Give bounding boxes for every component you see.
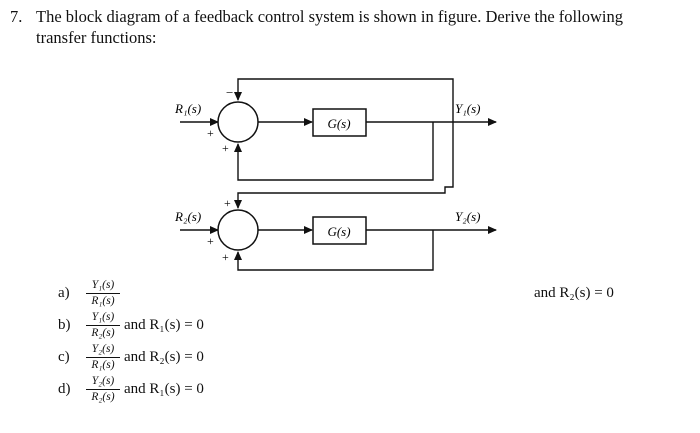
part-c-denominator: R₁(s) bbox=[91, 359, 115, 371]
input-label-bottom: R₂(s) bbox=[174, 209, 201, 224]
sign-top-bottom-b: + bbox=[222, 141, 229, 155]
summing-junction-bottom bbox=[217, 209, 259, 251]
part-b-condition: and R₁(s) = 0 bbox=[124, 317, 204, 333]
part-c-numerator: Y₂(s) bbox=[86, 343, 120, 358]
feedback-bottom bbox=[234, 230, 434, 271]
sign-bottom-bottom-b: + bbox=[222, 250, 229, 264]
part-a-fraction: Y₁(s) R₁(s) bbox=[86, 279, 120, 308]
part-c-label: c) bbox=[58, 349, 70, 365]
sign-bottom-top: + bbox=[224, 196, 231, 210]
part-d-condition: and R₁(s) = 0 bbox=[124, 381, 204, 397]
part-b-label: b) bbox=[58, 317, 71, 333]
summing-junction-top bbox=[217, 101, 259, 143]
feedback-top bbox=[234, 78, 454, 122]
part-b-numerator: Y₁(s) bbox=[86, 311, 120, 326]
part-d-fraction: Y₂(s) R₂(s) bbox=[86, 375, 120, 404]
part-c-condition: and R₂(s) = 0 bbox=[124, 349, 204, 365]
part-a-condition: and R₂(s) = 0 bbox=[534, 285, 614, 301]
block-bottom bbox=[312, 216, 367, 245]
sign-top-bottom-a: + bbox=[207, 126, 214, 140]
part-a-numerator: Y₁(s) bbox=[86, 279, 120, 294]
block-top-label: G(s) bbox=[327, 116, 350, 131]
sign-top-feedback: − bbox=[226, 85, 233, 100]
part-d-numerator: Y₂(s) bbox=[86, 375, 120, 390]
part-b-denominator: R₂(s) bbox=[91, 327, 115, 339]
question-number: 7. bbox=[10, 7, 23, 26]
part-c-fraction: Y₂(s) R₁(s) bbox=[86, 343, 120, 372]
part-a-denominator: R₁(s) bbox=[91, 295, 115, 307]
sign-bottom-bottom-a: + bbox=[207, 234, 214, 248]
cross-coupling-top bbox=[234, 122, 434, 181]
question-text: The block diagram of a feedback control … bbox=[36, 7, 623, 47]
part-a-label: a) bbox=[58, 285, 70, 301]
block-top bbox=[312, 108, 367, 137]
block-bottom-label: G(s) bbox=[327, 224, 350, 239]
cross-coupling-bottom bbox=[234, 122, 454, 209]
output-label-bottom: Y₂(s) bbox=[455, 209, 480, 224]
part-d-denominator: R₂(s) bbox=[91, 391, 115, 403]
output-label-top: Y₁(s) bbox=[455, 101, 480, 116]
input-label-top: R₁(s) bbox=[174, 101, 201, 116]
part-b-fraction: Y₁(s) R₂(s) bbox=[86, 311, 120, 340]
part-d-label: d) bbox=[58, 381, 71, 397]
